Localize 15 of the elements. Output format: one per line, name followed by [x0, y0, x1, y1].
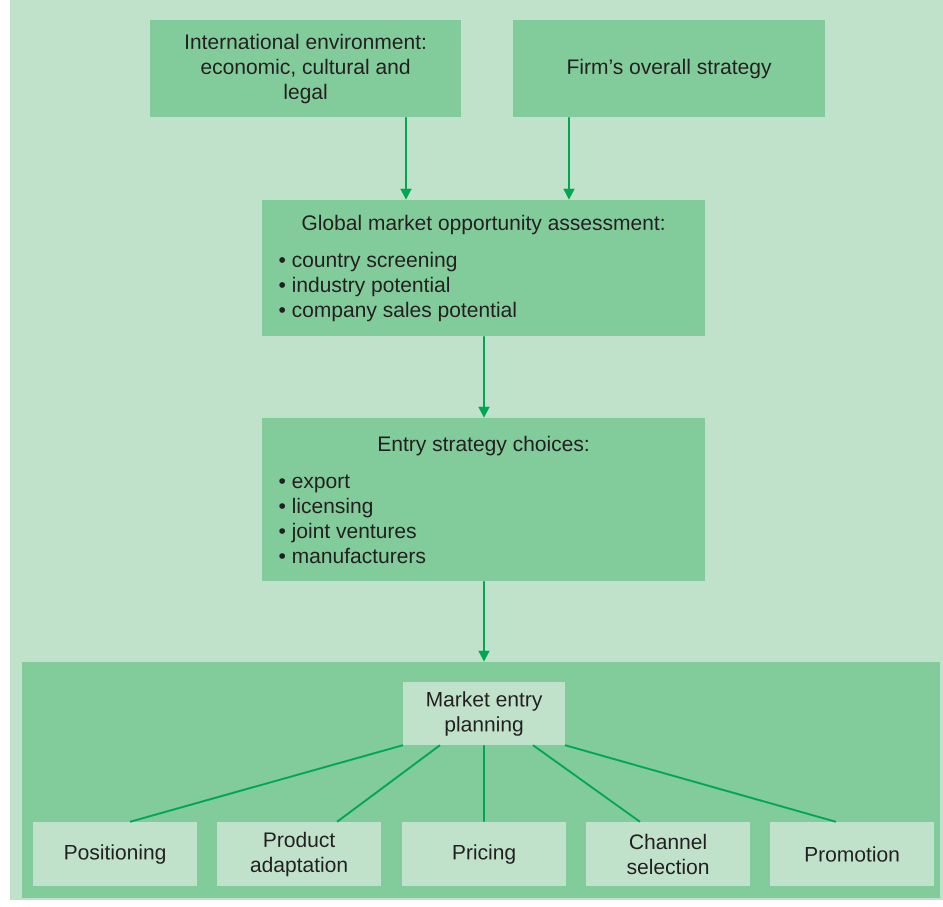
process-box: Market entry planning — [403, 682, 565, 745]
connector-line — [336, 744, 441, 823]
connector-line — [130, 744, 404, 823]
process-box: International environment: economic, cultural and legal — [150, 20, 461, 117]
list-box: Global market opportunity assessment: • country screening • industry potential • company sales potential — [262, 200, 705, 336]
connector-line — [564, 744, 836, 823]
process-box: Pricing — [402, 822, 566, 886]
process-box: Product adaptation — [217, 822, 381, 886]
list-box: Entry strategy choices: • export • licensing • joint ventures • manufacturers — [262, 418, 705, 581]
process-box: Channel selection — [586, 822, 750, 886]
process-box: Promotion — [770, 822, 934, 886]
connector-line — [532, 744, 641, 823]
process-box: Positioning — [33, 822, 197, 886]
connector-line — [483, 745, 485, 822]
process-box: Firm’s overall strategy — [513, 20, 825, 117]
